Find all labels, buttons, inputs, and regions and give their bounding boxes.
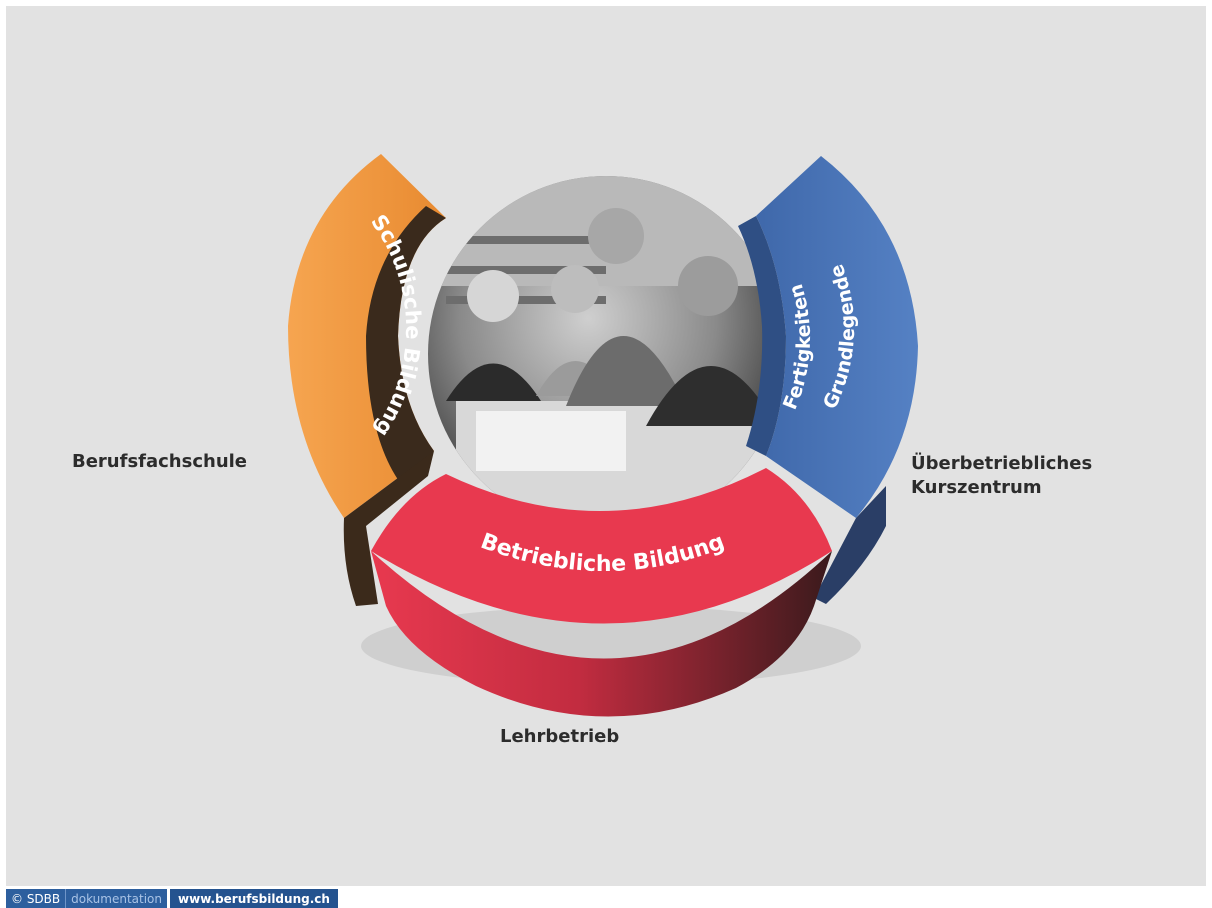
- segment-schulische-bildung: Schulische Bildung: [288, 154, 446, 606]
- label-kurs-line1: Überbetriebliches: [911, 453, 1093, 474]
- label-lehrbetrieb: Lehrbetrieb: [500, 726, 620, 747]
- footer-url-link[interactable]: www.berufsbildung.ch: [167, 889, 338, 908]
- footer-section: dokumentation: [65, 889, 168, 908]
- footer-copyright: © SDBB: [6, 889, 66, 908]
- diagram-canvas: Schulische Bildung Grundlegende Fertigke…: [6, 6, 1206, 886]
- education-ring-diagram: Schulische Bildung Grundlegende Fertigke…: [288, 154, 918, 717]
- segment-grundlegende-fertigkeiten: Grundlegende Fertigkeiten: [738, 156, 918, 604]
- label-berufsfachschule: Berufsfachschule: [72, 451, 248, 472]
- label-kurs-line2: Kurszentrum: [911, 477, 1042, 498]
- label-ueberbetriebliches-kurszentrum: Überbetriebliches Kurszentrum: [911, 452, 1092, 500]
- segment-betriebliche-bildung: Betriebliche Bildung: [371, 468, 832, 717]
- classroom-photo: [428, 176, 784, 532]
- footer-bar: © SDBB dokumentation www.berufsbildung.c…: [6, 889, 338, 908]
